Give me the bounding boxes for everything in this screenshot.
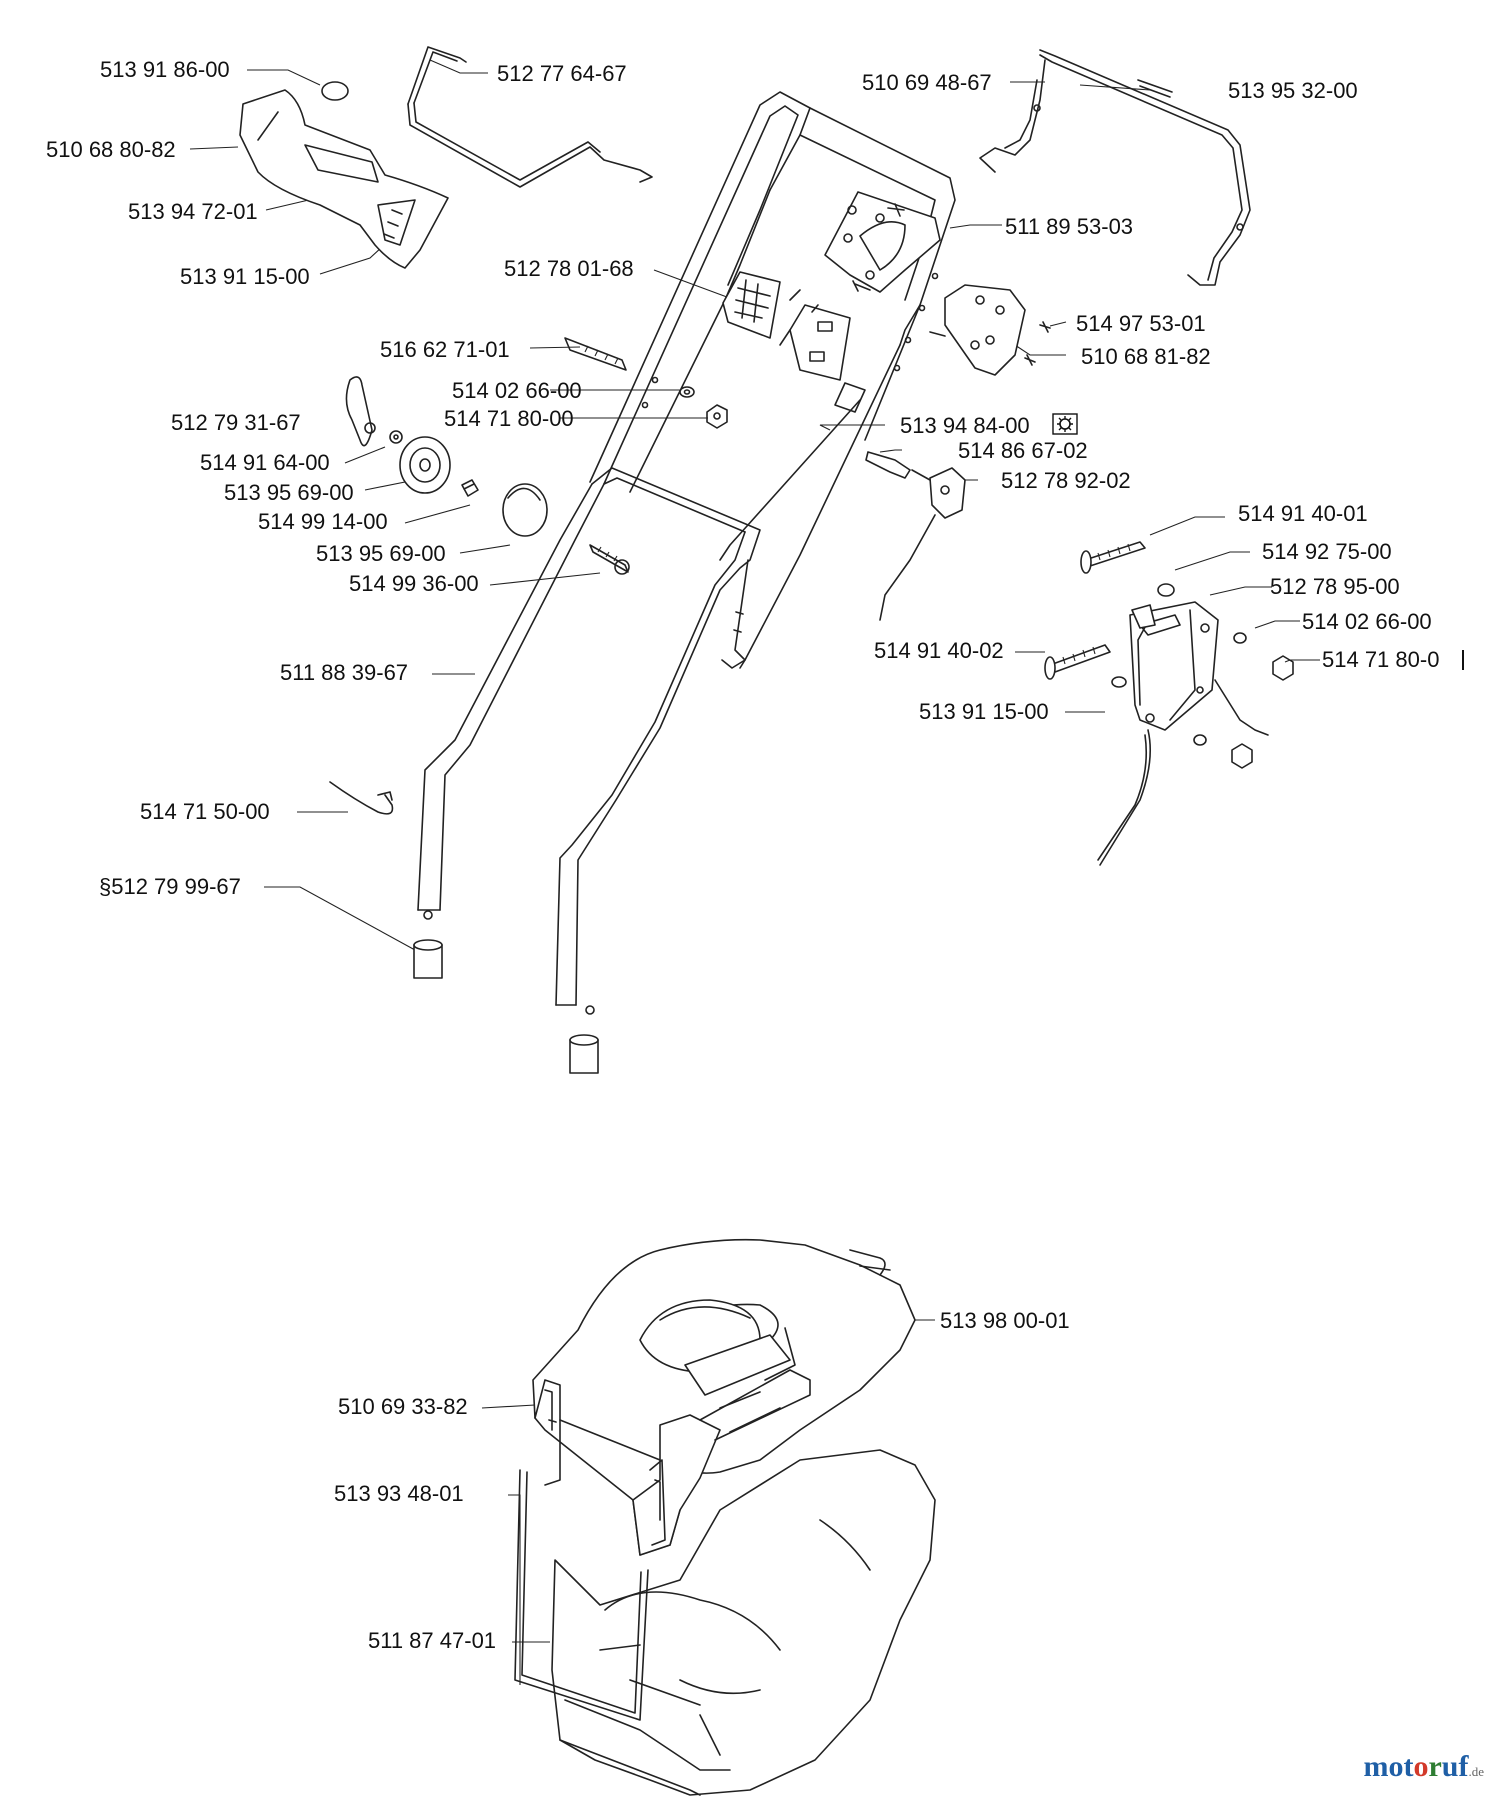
cable-tie — [329, 781, 394, 815]
label-514-99-36-00: 514 99 36-00 — [349, 571, 479, 596]
spacer-tubes — [413, 939, 599, 1074]
label-514-91-40-01: 514 91 40-01 — [1238, 501, 1368, 526]
watermark-uf: uf — [1441, 1750, 1469, 1783]
lever-assembly — [1044, 541, 1294, 866]
label-514-99-14-00: 514 99 14-00 — [258, 509, 388, 534]
handle-cable — [719, 399, 861, 561]
label-512-78-92-02: 512 78 92-02 — [1001, 468, 1131, 493]
label-513-95-32-00: 513 95 32-00 — [1228, 78, 1358, 103]
mount-plate — [824, 191, 941, 293]
right-linkage — [979, 49, 1251, 286]
clamp-plates — [722, 271, 851, 381]
label-516-62-71-01: 516 62 71-01 — [380, 337, 510, 362]
label-514-71-80-0-right: 514 71 80-0 — [1322, 647, 1440, 672]
label-514-97-53-01: 514 97 53-01 — [1076, 311, 1206, 336]
label-511-89-53-03: 511 89 53-03 — [1005, 214, 1134, 239]
right-grip — [929, 284, 1051, 376]
label-512-79-99-67: §512 79 99-67 — [99, 874, 241, 899]
label-511-87-47-01: 511 87 47-01 — [368, 1628, 497, 1653]
label-513-94-72-01: 513 94 72-01 — [128, 199, 258, 224]
label-513-94-84-00: 513 94 84-00 — [900, 413, 1030, 438]
label-510-68-81-82: 510 68 81-82 — [1081, 344, 1211, 369]
label-510-69-48-67: 510 69 48-67 — [862, 70, 992, 95]
label-510-68-80-82: 510 68 80-82 — [46, 137, 176, 162]
label-512-78-01-68: 512 78 01-68 — [504, 256, 634, 281]
label-514-91-64-00: 514 91 64-00 — [200, 450, 330, 475]
lower-handle — [417, 467, 761, 1015]
label-514-02-66-00-center: 514 02 66-00 — [452, 378, 582, 403]
grass-catcher — [514, 1238, 936, 1796]
watermark-o: o — [1413, 1750, 1429, 1783]
watermark-mot: mot — [1363, 1750, 1414, 1783]
watermark-tld: .de — [1468, 1764, 1484, 1779]
ratchet-disc — [399, 436, 451, 494]
label-514-86-67-02: 514 86 67-02 — [958, 438, 1088, 463]
label-510-69-33-82: 510 69 33-82 — [338, 1394, 468, 1419]
motoruf-watermark: motoruf.de — [1363, 1750, 1484, 1784]
label-513-91-15-00-right: 513 91 15-00 — [919, 699, 1049, 724]
top-bar-linkage — [407, 46, 653, 188]
label-514-71-50-00: 514 71 50-00 — [140, 799, 270, 824]
label-bar-mark — [1462, 650, 1464, 670]
label-513-91-15-00-left: 513 91 15-00 — [180, 264, 310, 289]
label-512-79-31-67: 512 79 31-67 — [171, 410, 301, 435]
label-512-78-95-00: 512 78 95-00 — [1270, 574, 1400, 599]
label-514-91-40-02: 514 91 40-02 — [874, 638, 1004, 663]
label-514-71-80-00-center: 514 71 80-00 — [444, 406, 574, 431]
label-513-98-00-01: 513 98 00-01 — [940, 1308, 1070, 1333]
label-514-02-66-00-right: 514 02 66-00 — [1302, 609, 1432, 634]
decal-strip — [1137, 79, 1173, 98]
watermark-r: r — [1428, 1750, 1442, 1783]
label-512-77-64-67: 512 77 64-67 — [497, 61, 627, 86]
center-bolt-set — [564, 337, 728, 429]
label-513-95-69-00-upper: 513 95 69-00 — [224, 480, 354, 505]
cable-assembly — [865, 451, 966, 621]
upper-handle — [589, 91, 956, 669]
label-513-95-69-00-lower: 513 95 69-00 — [316, 541, 446, 566]
label-513-93-48-01: 513 93 48-01 — [334, 1481, 464, 1506]
left-grip — [239, 81, 449, 269]
label-511-88-39-67: 511 88 39-67 — [280, 660, 409, 685]
gear-icon — [1052, 413, 1078, 435]
height-knob-assembly — [345, 376, 630, 575]
label-513-91-86-00: 513 91 86-00 — [100, 57, 230, 82]
cover-cap — [502, 483, 548, 537]
label-514-92-75-00: 514 92 75-00 — [1262, 539, 1392, 564]
